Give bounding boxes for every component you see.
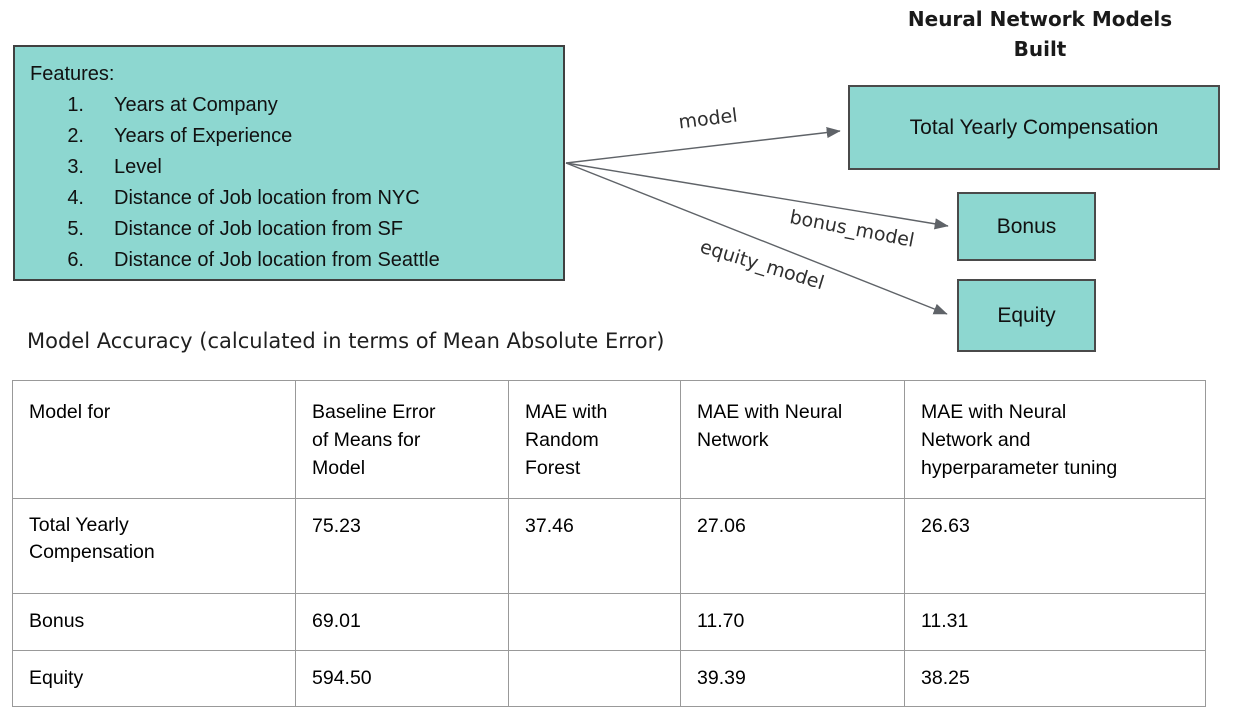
header-model-for: Model for	[12, 380, 296, 499]
feature-text: Level	[114, 156, 162, 178]
cell-value-empty	[508, 593, 681, 651]
diagram-heading: Neural Network Models Built	[860, 4, 1220, 64]
model-box-label: Total Yearly Compensation	[909, 115, 1159, 139]
cell-value: 26.63	[904, 498, 1206, 594]
table-row-equity: Equity 594.50 39.39 38.25	[12, 650, 1206, 707]
model-accuracy-table: Model for Baseline Error of Means for Mo…	[12, 380, 1206, 707]
arrow-model	[565, 126, 841, 164]
feature-text: Years of Experience	[114, 125, 293, 147]
cell-value: 69.01	[295, 593, 509, 651]
table-caption: Model Accuracy (calculated in terms of M…	[27, 329, 665, 353]
arrow-label-model: model	[677, 104, 739, 134]
cell-value: 38.25	[904, 650, 1206, 707]
feature-item: 1. Years at Company	[30, 90, 553, 121]
feature-text: Distance of Job location from Seattle	[114, 249, 440, 271]
model-box-total-yearly-compensation: Total Yearly Compensation	[848, 85, 1220, 170]
cell-value: 27.06	[680, 498, 905, 594]
model-box-bonus: Bonus	[957, 192, 1096, 261]
feature-item: 3. Level	[30, 152, 553, 183]
feature-item: 6. Distance of Job location from Seattle	[30, 245, 553, 276]
feature-item: 2. Years of Experience	[30, 121, 553, 152]
cell-value-empty	[508, 650, 681, 707]
feature-number: 1.	[67, 94, 84, 116]
feature-number: 3.	[67, 156, 84, 178]
features-title: Features:	[30, 63, 115, 85]
diagram-heading-line1: Neural Network Models	[907, 7, 1173, 31]
header-mae-random-forest: MAE with Random Forest	[508, 380, 681, 499]
feature-text: Distance of Job location from SF	[114, 218, 404, 240]
feature-number: 2.	[67, 125, 84, 147]
cell-row-label: Equity	[12, 650, 296, 707]
feature-number: 5.	[67, 218, 84, 240]
feature-item: 5. Distance of Job location from SF	[30, 214, 553, 245]
cell-value: 11.70	[680, 593, 905, 651]
feature-number: 6.	[67, 249, 84, 271]
cell-row-label: Total Yearly Compensation	[12, 498, 296, 594]
cell-value: 37.46	[508, 498, 681, 594]
feature-text: Years at Company	[114, 94, 278, 116]
cell-value: 594.50	[295, 650, 509, 707]
arrow-label-equity-model: equity_model	[697, 235, 827, 295]
table-row-total-yearly-compensation: Total Yearly Compensation 75.23 37.46 27…	[12, 498, 1206, 594]
model-box-label: Bonus	[996, 214, 1057, 238]
table-row-bonus: Bonus 69.01 11.70 11.31	[12, 593, 1206, 651]
arrow-bonus-model	[565, 162, 949, 230]
feature-text: Distance of Job location from NYC	[114, 187, 420, 209]
header-baseline-error: Baseline Error of Means for Model	[295, 380, 509, 499]
feature-number: 4.	[67, 187, 84, 209]
cell-value: 11.31	[904, 593, 1206, 651]
features-box: Features: 1. Years at Company 2. Years o…	[13, 45, 565, 281]
cell-value: 75.23	[295, 498, 509, 594]
arrow-label-bonus-model: bonus_model	[787, 206, 917, 252]
header-mae-neural-network: MAE with Neural Network	[680, 380, 905, 499]
cell-value: 39.39	[680, 650, 905, 707]
model-box-label: Equity	[997, 303, 1056, 327]
feature-item: 4. Distance of Job location from NYC	[30, 183, 553, 214]
table-header-row: Model for Baseline Error of Means for Mo…	[12, 380, 1206, 499]
model-box-equity: Equity	[957, 279, 1096, 352]
cell-row-label: Bonus	[12, 593, 296, 651]
diagram-heading-line2: Built	[1013, 37, 1067, 61]
header-mae-nn-hyperparameter: MAE with Neural Network and hyperparamet…	[904, 380, 1206, 499]
